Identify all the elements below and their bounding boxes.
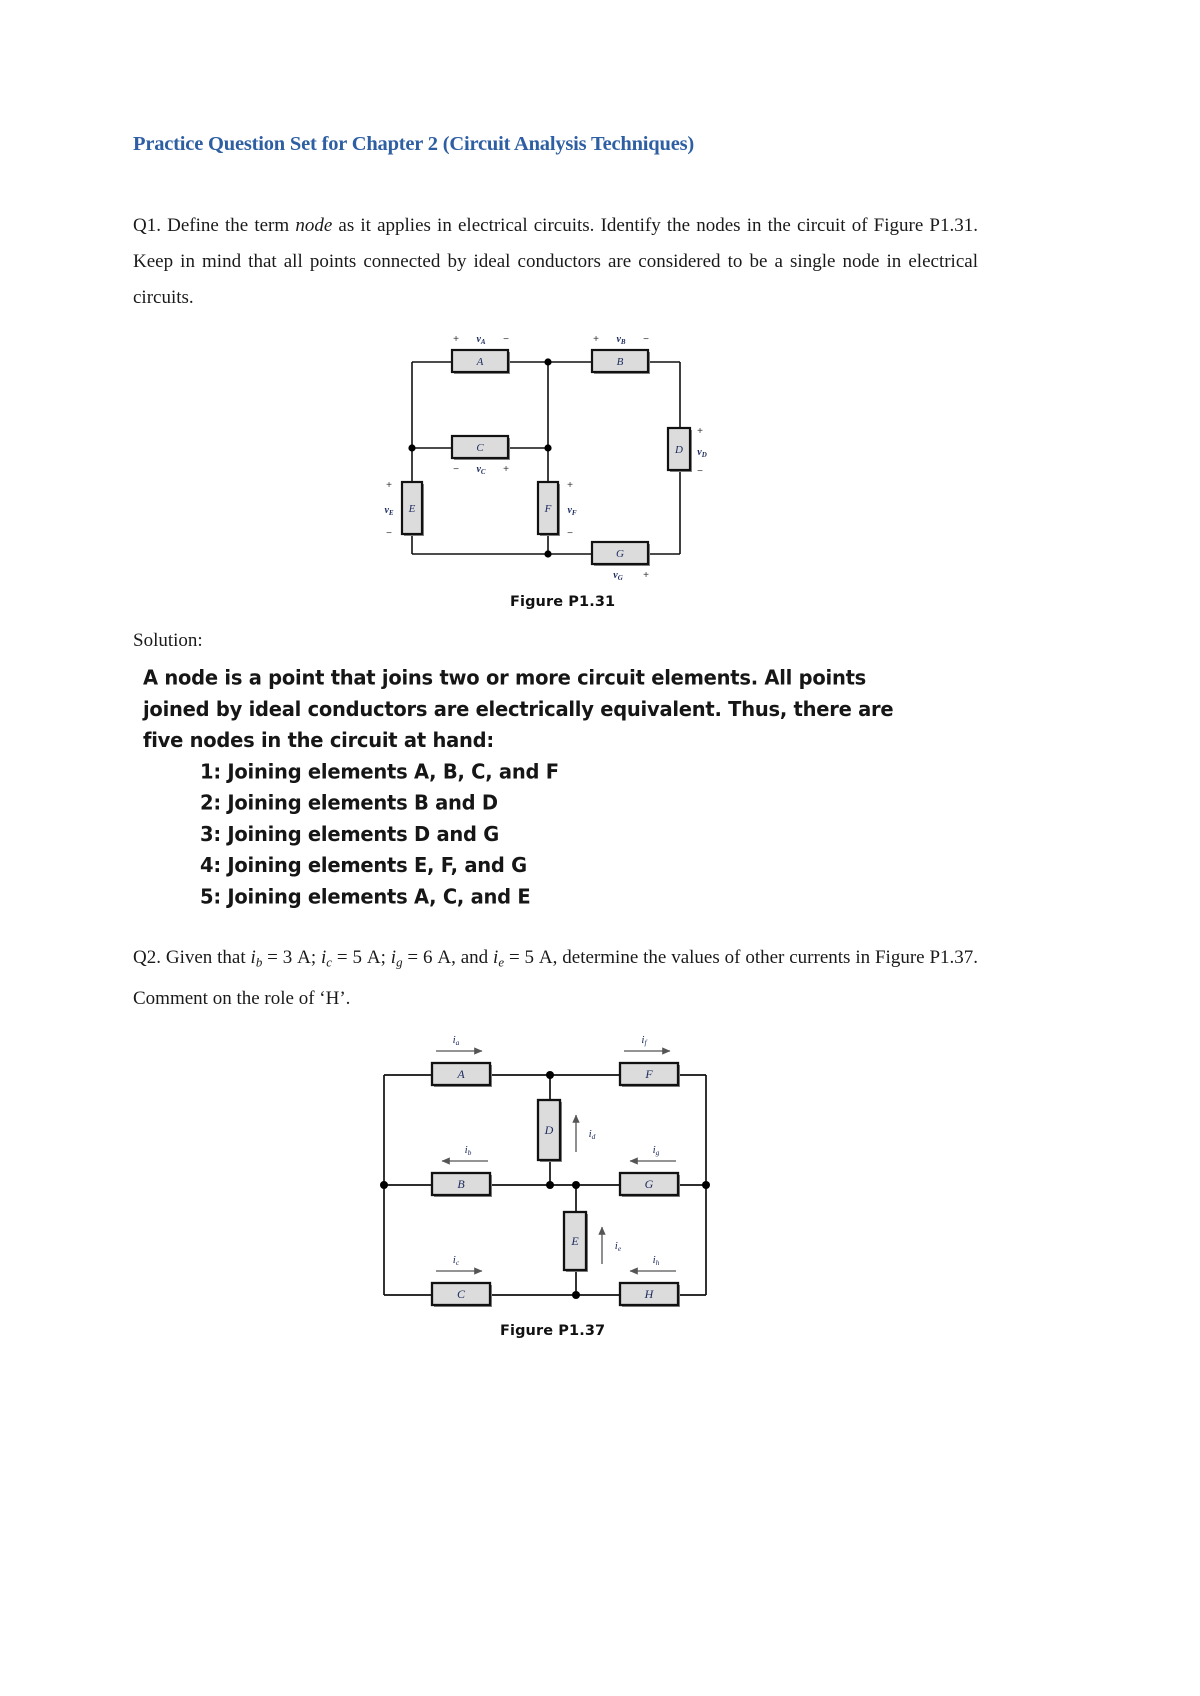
- q2-unit-ig: A: [437, 947, 452, 968]
- current-label-ih: ih: [653, 1254, 660, 1267]
- junction-dot: [702, 1181, 710, 1189]
- svg-text:−: −: [503, 334, 509, 345]
- page-title: Practice Question Set for Chapter 2 (Cir…: [133, 133, 695, 155]
- q2-unit-ie: A: [538, 947, 553, 968]
- solution-node-item: 2: Joining elements B and D: [200, 790, 498, 815]
- svg-text:+: +: [453, 334, 459, 345]
- svg-text:+: +: [593, 334, 599, 345]
- svg-text:−: −: [567, 528, 573, 539]
- element-label-F: F: [644, 1067, 653, 1081]
- solution-node-item: 3: Joining elements D and G: [200, 821, 499, 846]
- q2-unit-ib: A: [297, 947, 311, 968]
- svg-text:−: −: [453, 464, 459, 475]
- svg-text:−: −: [643, 334, 649, 345]
- voltage-label-vE: vE: [384, 505, 393, 517]
- junction-dot: [544, 444, 552, 452]
- solution-line: joined by ideal conductors are electrica…: [143, 696, 894, 721]
- junction-dot: [380, 1181, 388, 1189]
- element-label-E: E: [408, 503, 416, 515]
- junction-dot: [544, 550, 552, 558]
- element-label-H: H: [644, 1287, 655, 1301]
- voltage-label-vA: vA: [476, 334, 485, 346]
- svg-text:−: −: [386, 528, 392, 539]
- element-label-C: C: [457, 1287, 466, 1301]
- solution-line: A node is a point that joins two or more…: [143, 665, 867, 690]
- junction-dot: [572, 1181, 580, 1189]
- solution-line: five nodes in the circuit at hand:: [143, 727, 494, 753]
- element-label-B: B: [617, 356, 624, 368]
- solution-label: Solution:: [133, 630, 203, 651]
- q2-var-ie: ie: [493, 947, 505, 970]
- q2-tail: , determine the values of other currents…: [133, 947, 979, 1009]
- voltage-label-vF: vF: [567, 505, 576, 517]
- current-label-if: if: [641, 1034, 647, 1047]
- element-label-A: A: [456, 1067, 465, 1081]
- svg-text:+: +: [503, 464, 509, 475]
- q1-emphasis-node: node: [295, 215, 333, 236]
- element-label-C: C: [476, 442, 484, 454]
- q1-text-part2: as it applies in electrical circuits. Id…: [133, 215, 978, 308]
- junction-dot: [546, 1181, 554, 1189]
- voltage-label-vG: vG: [613, 570, 623, 582]
- voltage-label-vB: vB: [616, 334, 625, 346]
- element-label-G: G: [645, 1177, 654, 1191]
- q2-val-ic: 5: [352, 947, 363, 968]
- figure-p137-caption: Figure P1.37: [500, 1323, 606, 1339]
- q2-val-ib: 3: [282, 947, 293, 968]
- question-2-text: Q2. Given that ib = 3 A; ic = 5 A; ig = …: [133, 947, 979, 1009]
- q2-lead: Q2. Given that: [133, 947, 251, 968]
- current-label-ia: ia: [453, 1034, 460, 1047]
- element-label-E: E: [570, 1234, 579, 1248]
- junction-dot: [572, 1291, 580, 1299]
- junction-dot: [546, 1071, 554, 1079]
- current-label-ib: ib: [465, 1144, 472, 1157]
- current-label-ie: ie: [615, 1240, 622, 1253]
- element-label-B: B: [457, 1177, 465, 1191]
- voltage-label-vD: vD: [697, 447, 707, 459]
- junction-dot: [544, 358, 552, 366]
- solution-node-item: 4: Joining elements E, F, and G: [200, 852, 527, 878]
- svg-text:+: +: [643, 570, 649, 581]
- svg-text:+: +: [567, 480, 573, 491]
- element-label-A: A: [476, 356, 484, 368]
- q2-var-ib: ib: [250, 947, 263, 970]
- q2-unit-ic: A: [366, 947, 381, 968]
- svg-text:−: −: [697, 466, 703, 477]
- svg-text:+: +: [386, 480, 392, 491]
- element-label-D: D: [544, 1123, 554, 1137]
- svg-text:+: +: [697, 426, 703, 437]
- junction-dot: [408, 444, 416, 452]
- figure-p131: .wire { stroke:#111; stroke-width:1.6; f…: [380, 322, 720, 587]
- current-label-ig: ig: [653, 1144, 660, 1157]
- element-label-F: F: [544, 503, 552, 515]
- current-label-ic: ic: [453, 1254, 460, 1267]
- q2-val-ig: 6: [422, 947, 433, 968]
- current-label-id: id: [589, 1128, 596, 1141]
- figure-p131-caption: Figure P1.31: [510, 594, 616, 610]
- solution-handwritten-block: A node is a point that joins two or more…: [143, 662, 894, 912]
- figure-p137: .w2 { stroke:#111; stroke-width:1.7; fil…: [370, 1020, 740, 1320]
- q2-val-ie: 5: [524, 947, 535, 968]
- question-1-text: Q1. Define the term node as it applies i…: [133, 208, 978, 316]
- solution-node-item: 1: Joining elements A, B, C, and F: [200, 758, 559, 784]
- voltage-label-vC: vC: [476, 464, 485, 476]
- element-label-G: G: [616, 548, 624, 560]
- element-label-D: D: [674, 444, 683, 456]
- solution-node-item: 5: Joining elements A, C, and E: [200, 884, 531, 909]
- q2-var-ic: ic: [321, 947, 333, 970]
- q2-var-ig: ig: [390, 947, 403, 970]
- q1-text-part1: Q1. Define the term: [133, 215, 296, 236]
